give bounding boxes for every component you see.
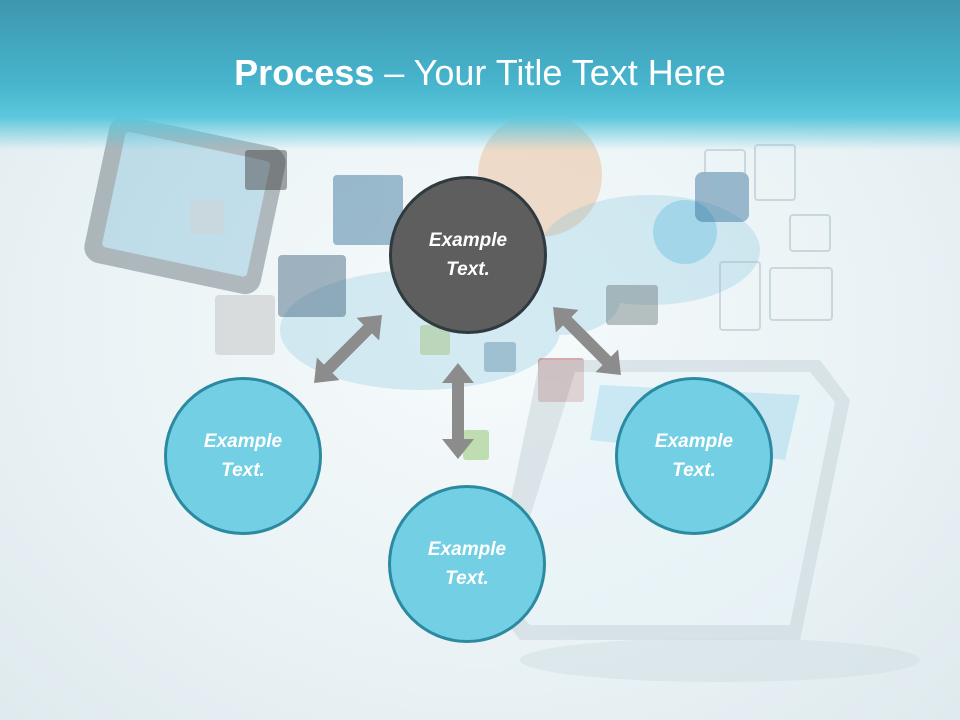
arrow-center-bottom (442, 363, 474, 459)
node-bottom: Example Text. (388, 485, 546, 643)
node-top: Example Text. (389, 176, 547, 334)
node-right-text: Example Text. (654, 431, 734, 481)
arrow-center-right (553, 307, 621, 375)
node-left: Example Text. (164, 377, 322, 535)
slide-title: Process – Your Title Text Here (0, 52, 960, 94)
arrow-center-left (314, 315, 382, 383)
node-left-text: Example Text. (203, 431, 283, 481)
title-bold: Process (234, 52, 375, 93)
node-right: Example Text. (615, 377, 773, 535)
title-bar (0, 0, 960, 150)
title-separator: – (374, 52, 414, 93)
node-top-text: Example Text. (428, 230, 508, 280)
node-bottom-text: Example Text. (427, 539, 507, 589)
title-rest: Your Title Text Here (413, 52, 726, 93)
